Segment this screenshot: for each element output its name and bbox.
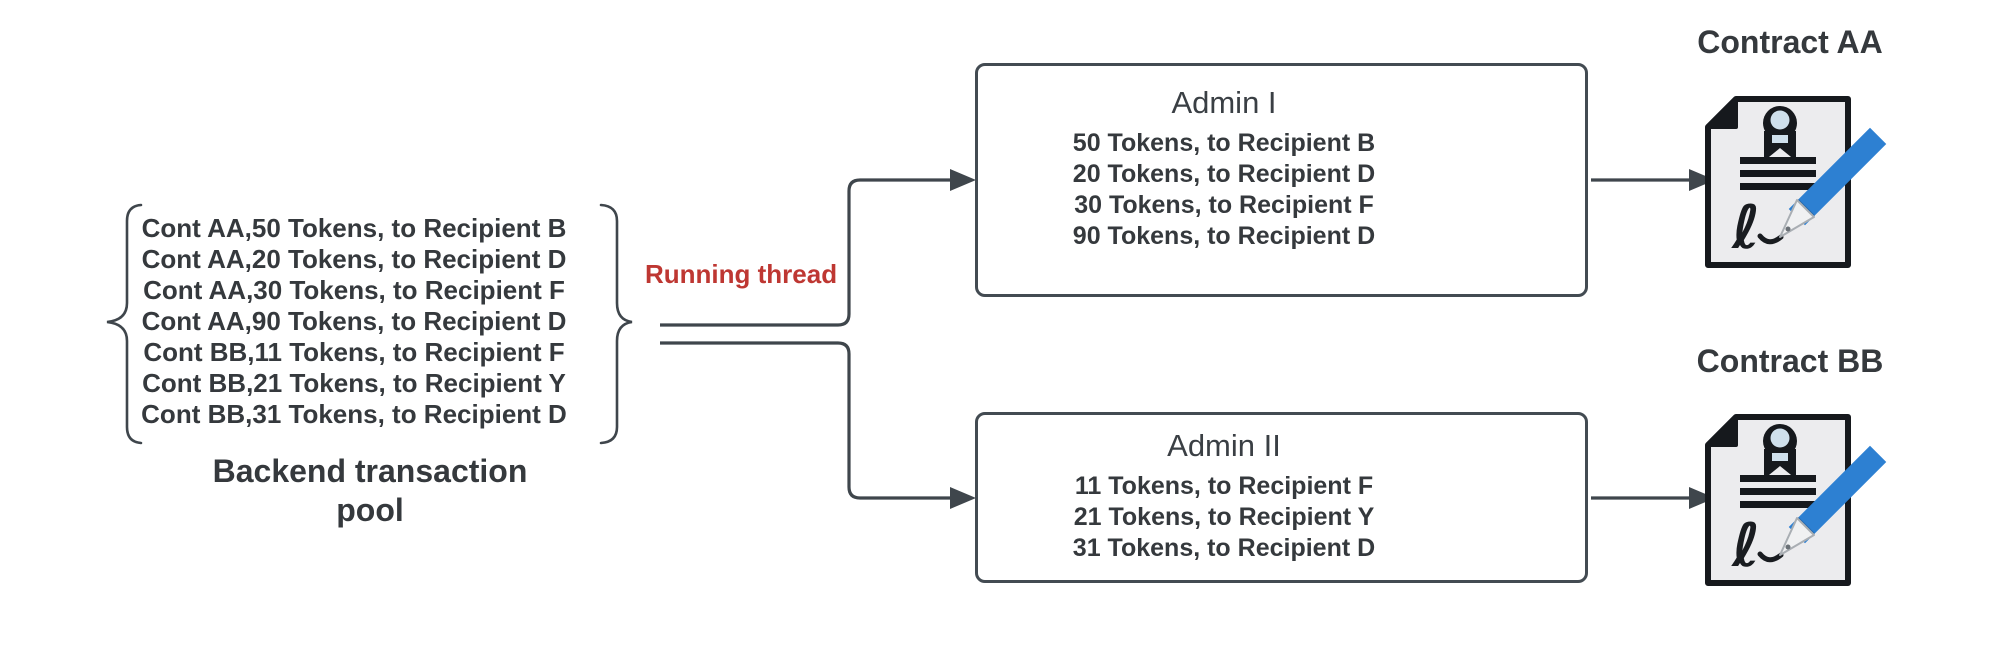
contract-bb-label: Contract BB — [1696, 343, 1884, 379]
connector-pool-to-admin2 — [660, 341, 953, 500]
pool-caption-line2: pool — [336, 492, 404, 528]
contract-aa-label: Contract AA — [1697, 24, 1883, 60]
pool-transaction: Cont BB,11 Tokens, to Recipient F — [143, 337, 565, 367]
admin1-transaction: 30 Tokens, to Recipient F — [1074, 191, 1374, 219]
admin2-transaction: 11 Tokens, to Recipient F — [1074, 472, 1374, 500]
adm2-transaction: 31 Tokens, to Recipient D — [1072, 534, 1376, 562]
pool-transaction: Cont AA,50 Tokens, to Recipient B — [141, 213, 567, 243]
admin1-transaction: 20 Tokens, to Recipient D — [1072, 160, 1376, 188]
pool-caption-line1: Backend transaction — [212, 453, 528, 489]
pool-transaction: Cont AA,20 Tokens, to Recipient D — [141, 244, 567, 274]
pool-transaction: Cont AA,30 Tokens, to Recipient F — [143, 275, 565, 305]
arrowhead-admin2 — [950, 487, 976, 509]
admin2-title: Admin II — [1167, 428, 1281, 463]
admin1-title: Admin I — [1171, 85, 1277, 120]
admin1-box: Admin I 50 Tokens, to Recipient B 20 Tok… — [975, 63, 1588, 297]
pool-transaction: Cont BB,21 Tokens, to Recipient Y — [142, 368, 566, 398]
arrowhead-admin1 — [950, 169, 976, 191]
admin2-transaction: 21 Tokens, to Recipient Y — [1073, 503, 1375, 531]
admin1-transaction: 50 Tokens, to Recipient B — [1072, 129, 1376, 157]
pool-caption: Backend transaction pool — [170, 452, 570, 530]
contract-aa-signed-document-icon — [1700, 85, 1895, 275]
connector-pool-to-admin1 — [660, 178, 953, 327]
pool-right-brace-shape — [599, 203, 633, 445]
contract-bb-signed-document-icon — [1700, 403, 1895, 593]
pool-transaction: Cont AA,90 Tokens, to Recipient D — [141, 306, 567, 336]
pool-transaction: Cont BB,31 Tokens, to Recipient D — [141, 399, 567, 429]
admin1-transaction: 90 Tokens, to Recipient D — [1072, 222, 1376, 250]
backend-transaction-pool-list: Cont AA,50 Tokens, to Recipient B Cont A… — [118, 213, 590, 430]
admin2-box: Admin II 11 Tokens, to Recipient F 21 To… — [975, 412, 1588, 583]
running-thread-label: Running thread — [645, 259, 838, 289]
